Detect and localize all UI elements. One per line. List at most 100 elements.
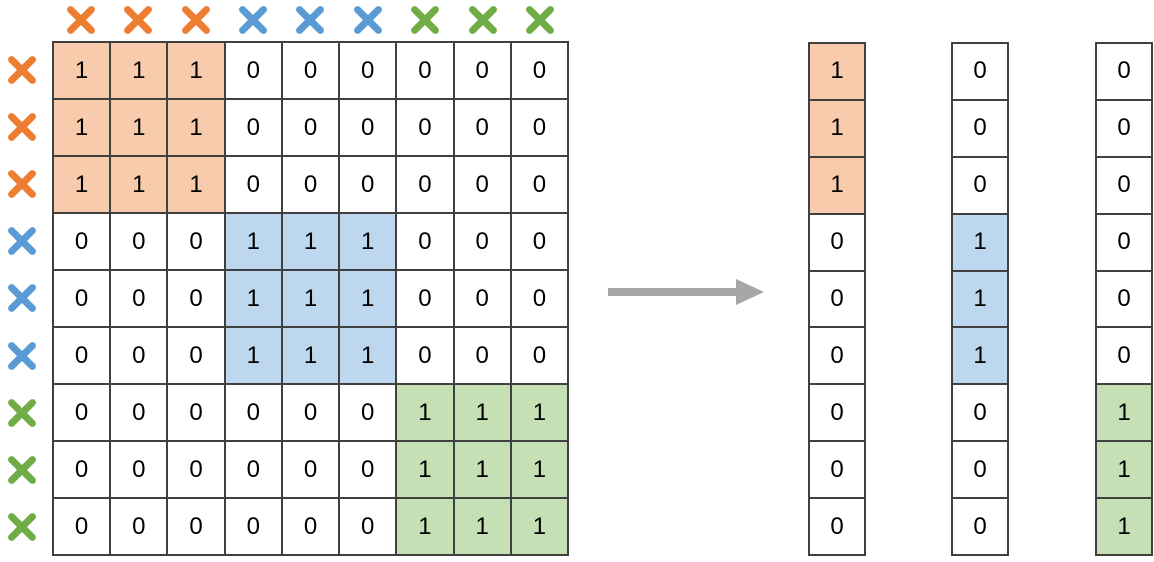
vector-2-cell-4: 1 [953,214,1007,270]
vector-1-cell-2: 1 [810,100,864,156]
matrix-cell-r5c8: 0 [454,271,510,326]
matrix-cell-r3c5: 0 [282,157,339,212]
matrix-cell-r6c4: 1 [225,328,281,383]
vector-1-cell-7: 0 [810,385,864,441]
matrix-cell-r6c6: 1 [340,328,396,383]
matrix-cell-r3c4: 0 [225,157,281,212]
matrix-cell-r1c3: 1 [168,43,224,98]
x-mark-icon-blue [7,284,36,313]
matrix-cell-r7c3: 0 [168,385,224,440]
x-mark-icon-orange [7,112,36,141]
x-mark-icon-green [526,5,555,34]
matrix-cell-r1c9: 0 [511,43,567,98]
x-mark-icon-orange [7,170,36,198]
column-mark-4 [224,1,281,38]
vector-1-cell-9: 0 [810,499,864,554]
vector-2-cell-9: 0 [953,499,1007,554]
matrix-cell-r1c6: 0 [340,43,396,98]
matrix-cell-r9c7: 1 [397,499,453,554]
x-mark-icon-blue [7,341,36,370]
vector-1-cell-1: 1 [810,44,864,99]
column-mark-5 [282,1,339,38]
x-mark-icon-green [411,5,440,34]
matrix-cell-r1c1: 1 [54,43,110,98]
matrix-cell-r5c9: 0 [511,271,567,326]
vector-3-cell-3: 0 [1097,157,1151,213]
column-mark-9 [512,1,569,38]
column-mark-7 [397,1,454,38]
matrix-cell-r8c2: 0 [111,442,167,497]
matrix-cell-r5c1: 0 [54,271,110,326]
matrix-cell-r6c3: 0 [168,328,224,383]
matrix-cell-r9c3: 0 [168,499,224,554]
column-mark-3 [167,1,224,38]
vector-2-cell-5: 1 [953,271,1007,327]
x-mark-icon-green [7,513,36,542]
x-mark-icon-green [468,5,497,34]
matrix-cell-r7c9: 1 [511,385,567,440]
row-mark-3 [3,155,40,212]
x-mark-icon-orange [124,5,153,34]
vector-3-cell-4: 0 [1097,214,1151,270]
matrix-cell-r4c4: 1 [225,214,281,269]
x-mark-icon-blue [7,227,36,256]
matrix-cell-r8c6: 0 [340,442,396,497]
matrix-cell-r3c3: 1 [168,157,224,212]
matrix-cell-r9c2: 0 [111,499,167,554]
vector-3-cell-9: 1 [1097,499,1151,554]
matrix-cell-r4c5: 1 [282,214,339,269]
matrix-cell-r7c7: 1 [397,385,453,440]
vector-1-cell-5: 0 [810,271,864,327]
matrix-cell-r9c6: 0 [340,499,396,554]
matrix-cell-r2c2: 1 [111,100,167,155]
matrix-cell-r5c6: 1 [340,271,396,326]
vector-3-cell-5: 0 [1097,271,1151,327]
matrix-cell-r8c5: 0 [282,442,339,497]
matrix-cell-r6c8: 0 [454,328,510,383]
matrix-cell-r7c8: 1 [454,385,510,440]
matrix-cell-r3c6: 0 [340,157,396,212]
x-mark-icon-green [7,456,36,485]
matrix-cell-r7c1: 0 [54,385,110,440]
matrix-cell-r4c1: 0 [54,214,110,269]
matrix-cell-r7c4: 0 [225,385,281,440]
matrix-cell-r2c4: 0 [225,100,281,155]
row-mark-8 [3,442,40,499]
matrix-cell-r8c4: 0 [225,442,281,497]
vector-1-cell-3: 1 [810,157,864,213]
column-mark-8 [454,1,511,38]
matrix-cell-r3c7: 0 [397,157,453,212]
vector-2-cell-6: 1 [953,328,1007,384]
matrix-cell-r6c5: 1 [282,328,339,383]
vector-1-cell-4: 0 [810,214,864,270]
matrix-cell-r8c1: 0 [54,442,110,497]
vector-1-cell-8: 0 [810,442,864,498]
vector-3-cell-2: 0 [1097,100,1151,156]
vector-2-cell-2: 0 [953,100,1007,156]
matrix-cell-r6c9: 0 [511,328,567,383]
matrix-cell-r9c4: 0 [225,499,281,554]
vector-2-cell-8: 0 [953,442,1007,498]
matrix-row-x-marks [3,41,40,556]
matrix-cell-r1c5: 0 [282,43,339,98]
matrix-cell-r5c4: 1 [225,271,281,326]
column-mark-6 [339,1,396,38]
matrix-cell-r1c2: 1 [111,43,167,98]
matrix-cell-r5c2: 0 [111,271,167,326]
matrix-cell-r4c2: 0 [111,214,167,269]
vector-3-cell-6: 0 [1097,328,1151,384]
matrix-cell-r9c8: 1 [454,499,510,554]
vector-3-cell-7: 1 [1097,385,1151,441]
matrix-cell-r3c2: 1 [111,157,167,212]
matrix-cell-r3c1: 1 [54,157,110,212]
matrix-cell-r2c3: 1 [168,100,224,155]
row-mark-9 [3,499,40,556]
vector-3-cell-1: 0 [1097,44,1151,99]
vector-2-cell-3: 0 [953,157,1007,213]
matrix-cell-r7c2: 0 [111,385,167,440]
row-mark-7 [3,384,40,441]
row-mark-5 [3,270,40,327]
